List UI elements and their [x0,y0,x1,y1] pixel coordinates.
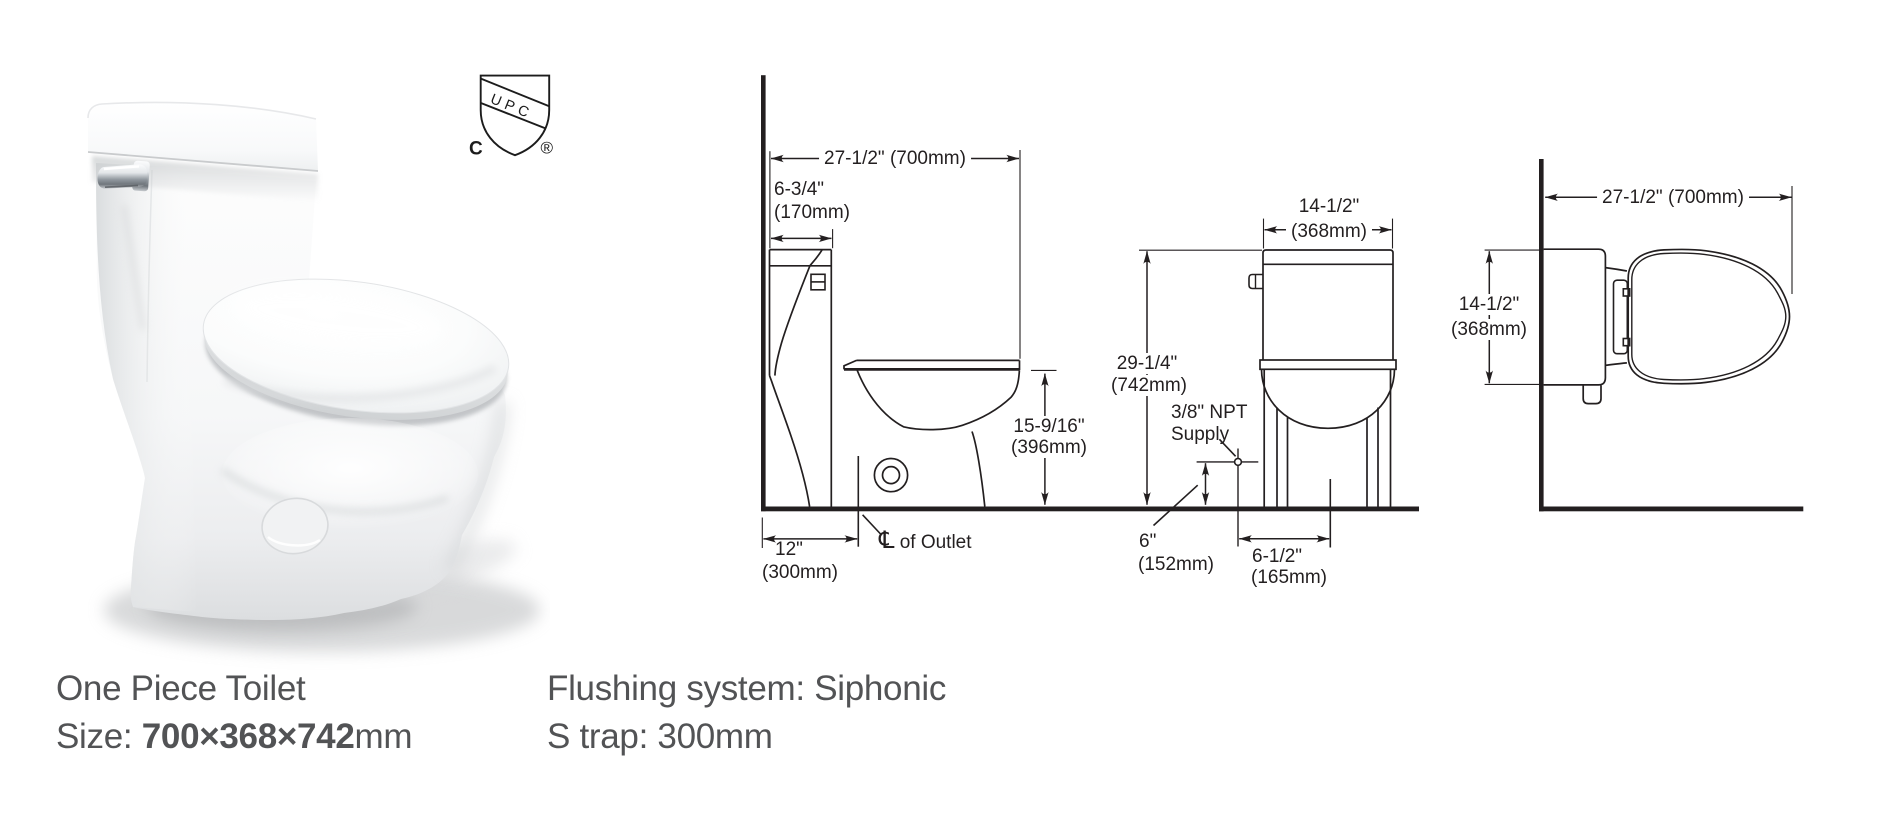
top-width-in: 14-1/2" [1453,294,1525,315]
side-wall [761,75,766,512]
front-supply-height-in: 6" [1139,531,1157,552]
side-rough-in-in: 12" [775,539,803,560]
front-height-in: 29-1/4" [1111,353,1183,374]
shared-floor [761,506,1419,512]
top-view [1484,159,1804,512]
front-height-mm: (742mm) [1105,375,1193,396]
tank-left-shade [96,163,198,612]
top-baseline [1539,506,1804,512]
top-wall [1539,159,1544,512]
flush-lever [97,160,150,192]
front-width-in: 14-1/2" [1298,196,1360,217]
side-rough-in-mm: (300mm) [762,562,839,583]
side-tank-depth-mm: (170mm) [774,202,851,223]
product-name: One Piece Toilet [56,669,306,708]
front-supply-offset-in: 6-1/2" [1252,546,1303,567]
dimension-drawing [761,75,1804,548]
product-size: Size: 700×368×742mm [56,717,413,756]
front-supply-line2: Supply [1171,424,1230,445]
side-depth-label: 27-1/2" (700mm) [819,148,971,169]
front-width-mm: (368mm) [1285,221,1373,242]
side-view [761,75,1419,548]
tank-lid [87,101,319,172]
product-flushing: Flushing system: Siphonic [547,669,947,708]
front-view [1139,218,1397,548]
upc-c-mark: C [469,139,483,160]
side-seat-height-mm: (396mm) [1005,437,1093,458]
upc-shield [479,74,551,157]
trap-cap [261,497,329,555]
top-depth-label: 27-1/2" (700mm) [1597,187,1749,208]
upc-registered-mark: ® [541,139,554,158]
product-strap: S trap: 300mm [547,717,773,756]
upc-logo: UPC C ® [469,74,554,160]
side-seat-height-in: 15-9/16" [1008,416,1090,437]
front-supply-offset-mm: (165mm) [1251,567,1328,588]
front-supply-height-mm: (152mm) [1138,554,1215,575]
upc-shield-text: UPC [488,91,535,122]
top-width-mm: (368mm) [1445,319,1533,340]
side-outlet-label: ℄ of Outlet [879,526,972,554]
product-photo [87,101,540,652]
side-tank-depth-in: 6-3/4" [774,179,825,200]
front-supply-line1: 3/8" NPT [1171,402,1248,423]
